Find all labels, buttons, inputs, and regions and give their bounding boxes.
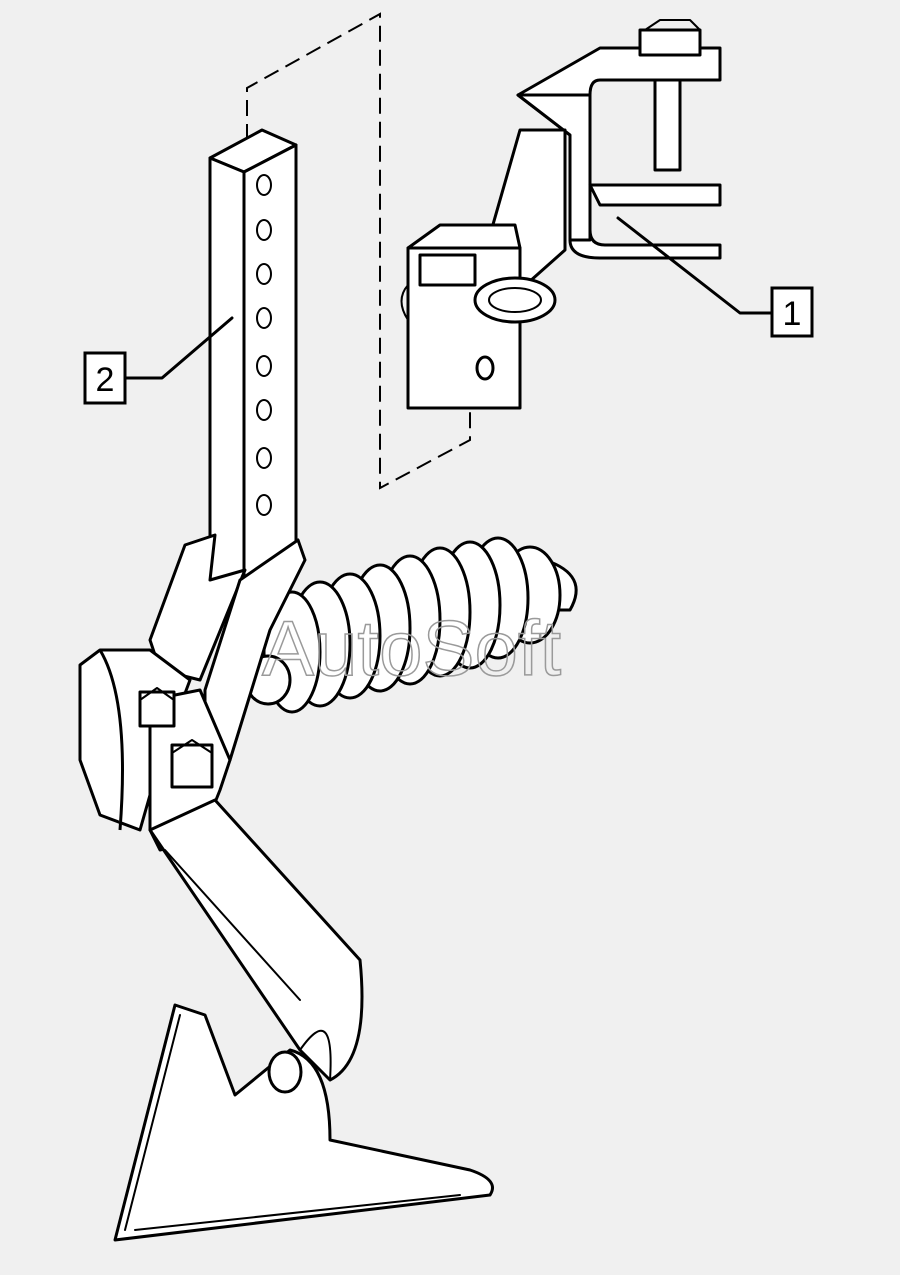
callout-2-label: 2 (96, 361, 115, 399)
callout-1: 1 (770, 286, 814, 338)
assembly-guide-line (246, 12, 471, 490)
callout-1-label: 1 (783, 295, 802, 333)
adjustment-holes (256, 174, 272, 516)
shank-bar (208, 128, 298, 582)
sweep-share (113, 1003, 494, 1242)
watermark: AutoSoft (262, 604, 562, 692)
mounting-bracket (400, 19, 722, 410)
leader-line-1 (616, 216, 774, 315)
pivot-assembly (78, 533, 307, 856)
leader-line-2 (123, 316, 234, 380)
callout-2: 2 (83, 351, 127, 405)
